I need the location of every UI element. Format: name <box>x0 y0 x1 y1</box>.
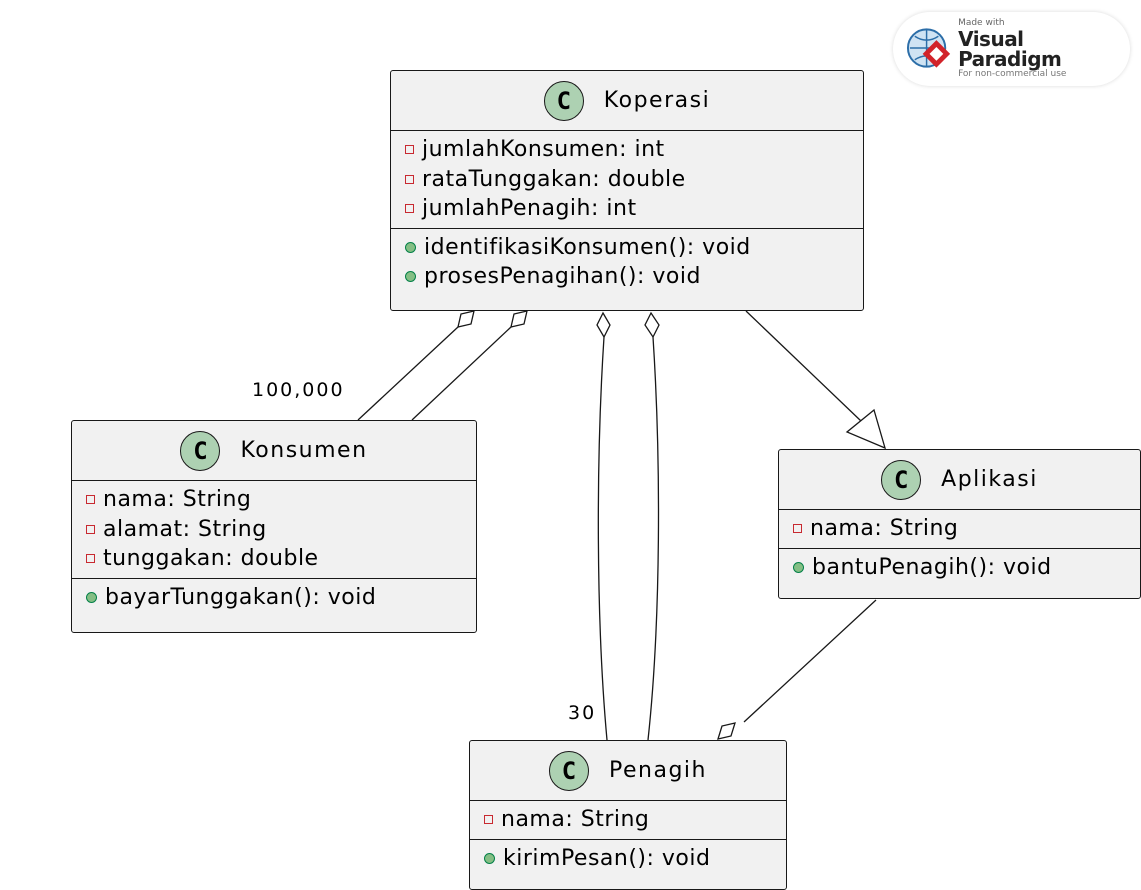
class-badge-icon: C <box>543 80 584 121</box>
private-marker-icon <box>86 524 95 534</box>
class-aplikasi[interactable]: C Aplikasi nama: String bantuPenagih(): … <box>778 449 1141 599</box>
generalization-line-aplikasi <box>745 310 862 422</box>
public-marker-icon <box>793 561 804 573</box>
public-marker-icon <box>86 591 97 603</box>
private-marker-icon <box>405 204 414 214</box>
class-badge-icon: C <box>881 459 922 500</box>
attribute-row: nama: String <box>72 485 476 515</box>
aggregation-line-aplikasi-penagih <box>743 599 877 723</box>
class-header: C Koperasi <box>391 71 863 131</box>
attribute-row: jumlahPenagih: int <box>391 194 863 224</box>
attribute-row: nama: String <box>779 514 1140 544</box>
visual-paradigm-watermark: Made with Visual Paradigm For non-commer… <box>893 12 1130 86</box>
method-section: bayarTunggakan(): void <box>72 579 476 617</box>
attribute-text: nama: String <box>501 807 650 833</box>
method-text: identifikasiKonsumen(): void <box>424 234 751 260</box>
multiplicity-konsumen: 100,000 <box>252 379 345 401</box>
method-row: bayarTunggakan(): void <box>72 583 476 613</box>
aggregation-line-konsumen-2 <box>411 326 512 421</box>
method-text: kirimPesan(): void <box>503 845 711 871</box>
method-row: prosesPenagihan(): void <box>391 262 863 292</box>
attribute-row: tunggakan: double <box>72 544 476 574</box>
private-marker-icon <box>86 495 95 505</box>
aggregation-diamond-konsumen-1 <box>457 310 475 328</box>
aggregation-diamond-konsumen-2 <box>510 310 528 328</box>
attribute-text: alamat: String <box>103 516 267 542</box>
watermark-made-with: Made with <box>958 18 1005 28</box>
private-marker-icon <box>484 815 493 825</box>
attribute-row: jumlahKonsumen: int <box>391 135 863 165</box>
method-row: identifikasiKonsumen(): void <box>391 233 863 263</box>
attribute-section: nama: String <box>779 510 1140 549</box>
public-marker-icon <box>405 271 416 283</box>
class-header: C Penagih <box>470 741 786 801</box>
attribute-text: nama: String <box>810 516 959 542</box>
class-badge-icon: C <box>180 430 221 471</box>
attribute-row: nama: String <box>470 805 786 835</box>
class-name: Penagih <box>609 758 707 783</box>
private-marker-icon <box>405 145 414 155</box>
class-name: Aplikasi <box>941 467 1038 492</box>
attribute-section: jumlahKonsumen: int rataTunggakan: doubl… <box>391 131 863 229</box>
attribute-text: jumlahKonsumen: int <box>422 137 665 163</box>
public-marker-icon <box>405 241 416 253</box>
class-name: Konsumen <box>240 438 368 463</box>
class-koperasi[interactable]: C Koperasi jumlahKonsumen: int rataTungg… <box>390 70 864 311</box>
class-name: Koperasi <box>603 88 711 113</box>
class-header: C Konsumen <box>72 421 476 481</box>
attribute-text: jumlahPenagih: int <box>422 196 637 222</box>
watermark-brand: Visual Paradigm <box>958 27 1062 71</box>
attribute-section: nama: String alamat: String tunggakan: d… <box>72 481 476 579</box>
method-section: bantuPenagih(): void <box>779 549 1140 587</box>
multiplicity-penagih: 30 <box>568 702 597 724</box>
attribute-row: rataTunggakan: double <box>391 165 863 195</box>
attribute-section: nama: String <box>470 801 786 840</box>
class-penagih[interactable]: C Penagih nama: String kirimPesan(): voi… <box>469 740 787 890</box>
aggregation-line-konsumen-1 <box>357 326 459 421</box>
generalization-arrowhead-aplikasi <box>845 408 887 450</box>
aggregation-diamond-aplikasi-penagih <box>717 722 736 740</box>
attribute-text: rataTunggakan: double <box>422 166 686 192</box>
visual-paradigm-logo-icon <box>906 28 951 68</box>
public-marker-icon <box>484 852 495 864</box>
private-marker-icon <box>793 524 802 534</box>
method-text: bayarTunggakan(): void <box>105 584 377 610</box>
watermark-subtitle: For non-commercial use <box>958 69 1067 79</box>
private-marker-icon <box>86 554 95 564</box>
method-text: bantuPenagih(): void <box>812 554 1052 580</box>
attribute-row: alamat: String <box>72 515 476 545</box>
method-row: bantuPenagih(): void <box>779 553 1140 583</box>
class-konsumen[interactable]: C Konsumen nama: String alamat: String t… <box>71 420 477 633</box>
class-header: C Aplikasi <box>779 450 1140 510</box>
class-badge-icon: C <box>549 750 590 791</box>
method-section: kirimPesan(): void <box>470 840 786 878</box>
attribute-text: tunggakan: double <box>103 546 319 572</box>
aggregation-diamond-penagih-2 <box>644 311 660 339</box>
method-row: kirimPesan(): void <box>470 844 786 874</box>
attribute-text: nama: String <box>103 487 252 513</box>
method-text: prosesPenagihan(): void <box>424 264 701 290</box>
aggregation-diamond-penagih-1 <box>596 311 611 339</box>
method-section: identifikasiKonsumen(): void prosesPenag… <box>391 229 863 296</box>
private-marker-icon <box>405 174 414 184</box>
aggregation-line-penagih-2 <box>647 336 660 741</box>
aggregation-line-penagih-1 <box>597 336 608 741</box>
